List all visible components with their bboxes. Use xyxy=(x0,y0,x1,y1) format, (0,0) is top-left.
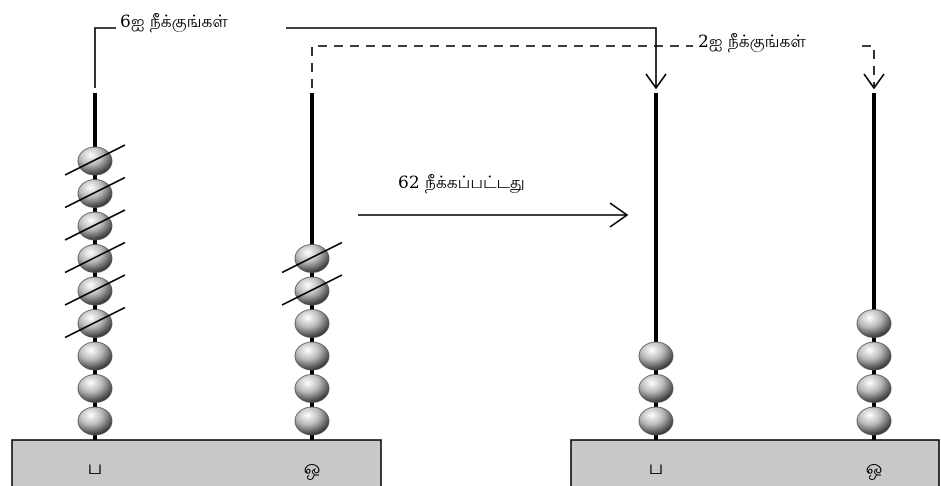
bead xyxy=(294,374,330,403)
bead xyxy=(77,211,113,241)
bead-strike-mark xyxy=(64,144,126,176)
abacus-base-left xyxy=(11,439,382,486)
bead xyxy=(856,406,892,436)
bead-strike-mark xyxy=(64,306,126,339)
instruction-left: 6ஐ நீக்குங்கள் xyxy=(120,12,228,32)
bead-layer xyxy=(64,144,892,436)
bead xyxy=(638,341,674,371)
place-label-ones-right: ஒ xyxy=(866,455,883,480)
bead xyxy=(77,276,113,306)
bead xyxy=(294,244,330,273)
bead xyxy=(294,341,330,371)
instruction-right: 2ஐ நீக்குங்கள் xyxy=(698,32,806,52)
bead xyxy=(294,276,330,306)
bead xyxy=(638,374,674,403)
bead-strike-mark xyxy=(281,241,343,274)
bead-strike-mark xyxy=(64,274,126,306)
bead xyxy=(77,309,113,338)
bead xyxy=(856,341,892,371)
bead xyxy=(77,179,113,208)
abacus-base-right xyxy=(570,439,940,486)
bead xyxy=(856,374,892,403)
bead xyxy=(77,244,113,273)
bead-strike-mark xyxy=(281,274,343,306)
arrowhead-tens xyxy=(645,73,667,90)
place-label-tens-right: ப xyxy=(649,455,664,479)
arrowhead-ones xyxy=(863,73,885,90)
bead xyxy=(77,374,113,403)
transition-arrowhead xyxy=(609,202,629,228)
label-backdrop-left xyxy=(116,10,286,32)
bead-strike-mark xyxy=(64,241,126,274)
bead-strike-mark xyxy=(64,176,126,209)
bead xyxy=(77,341,113,371)
connector-tens xyxy=(94,27,657,88)
removed-note: 62 நீக்கப்பட்டது xyxy=(398,173,525,193)
bead-strike-mark xyxy=(64,209,126,241)
bead xyxy=(856,309,892,338)
connector-ones xyxy=(311,45,875,88)
bead xyxy=(294,309,330,338)
place-label-tens-left: ப xyxy=(88,455,103,479)
bead xyxy=(77,146,113,176)
bead xyxy=(77,406,113,436)
bead xyxy=(294,406,330,436)
place-label-ones-left: ஒ xyxy=(304,455,321,480)
bead xyxy=(638,406,674,436)
label-backdrop-right xyxy=(693,31,861,55)
